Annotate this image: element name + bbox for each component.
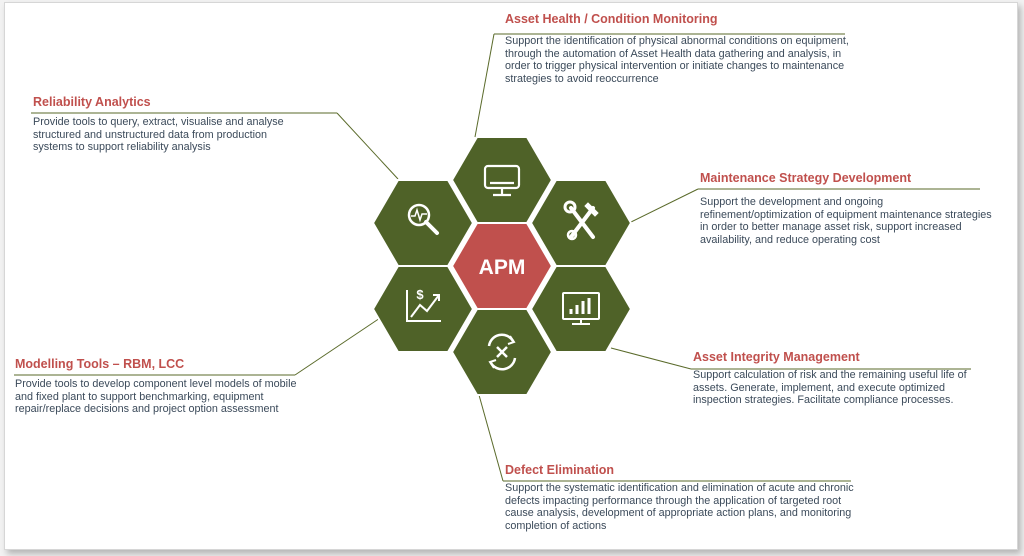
connector-asset-health-leader — [474, 33, 495, 138]
capability-modelling-tools: Modelling Tools – RBM, LCC Provide tools… — [15, 357, 305, 416]
connector-defect-elimination-leader — [478, 394, 504, 482]
dashboard-chart-icon — [562, 292, 600, 325]
center-label: APM — [479, 256, 526, 279]
capability-maintenance-strategy: Maintenance Strategy Development Support… — [700, 171, 995, 246]
capability-title: Maintenance Strategy Development — [700, 171, 912, 185]
capability-description: Support the development and ongoing refi… — [700, 196, 992, 246]
capability-reliability-analytics: Reliability Analytics Provide tools to q… — [33, 95, 308, 154]
capability-description: Support the systematic identification an… — [505, 482, 854, 532]
magnifier-pulse-icon — [407, 203, 439, 235]
hexagon-modelling-tools — [371, 265, 475, 353]
capability-description: Support calculation of risk and the rema… — [693, 369, 967, 407]
capability-description: Provide tools to develop component level… — [15, 378, 297, 416]
connector-reliability-analytics-leader — [336, 112, 399, 180]
cycle-cancel-icon — [487, 333, 517, 371]
apm-hexagon-diagram: APM — [14, 33, 980, 482]
hexagon-asset-health — [450, 136, 554, 224]
dollar-growth-chart-icon — [406, 290, 441, 322]
dollar-sign: $ — [416, 287, 424, 302]
capability-title: Reliability Analytics — [33, 95, 151, 109]
connectors — [14, 33, 980, 482]
capability-description: Provide tools to query, extract, visuali… — [33, 116, 284, 154]
hexagon-asset-integrity — [529, 265, 633, 353]
connector-maintenance-strategy-leader — [630, 188, 699, 223]
monitor-icon — [483, 164, 521, 197]
capability-title: Asset Health / Condition Monitoring — [505, 12, 718, 26]
capability-asset-integrity: Asset Integrity Management Support calcu… — [693, 350, 973, 407]
capability-defect-elimination: Defect Elimination Support the systemati… — [505, 463, 857, 532]
tools-icon — [563, 200, 599, 241]
capability-title: Defect Elimination — [505, 463, 615, 477]
connector-modelling-tools-leader — [294, 315, 384, 376]
diagram-canvas: APM — [4, 2, 1018, 550]
connector-asset-integrity-leader — [610, 347, 692, 370]
capability-title: Modelling Tools – RBM, LCC — [15, 357, 185, 371]
capability-title: Asset Integrity Management — [693, 350, 860, 364]
capability-description: Support the identification of physical a… — [505, 35, 849, 85]
capability-asset-health: Asset Health / Condition Monitoring Supp… — [505, 12, 850, 85]
